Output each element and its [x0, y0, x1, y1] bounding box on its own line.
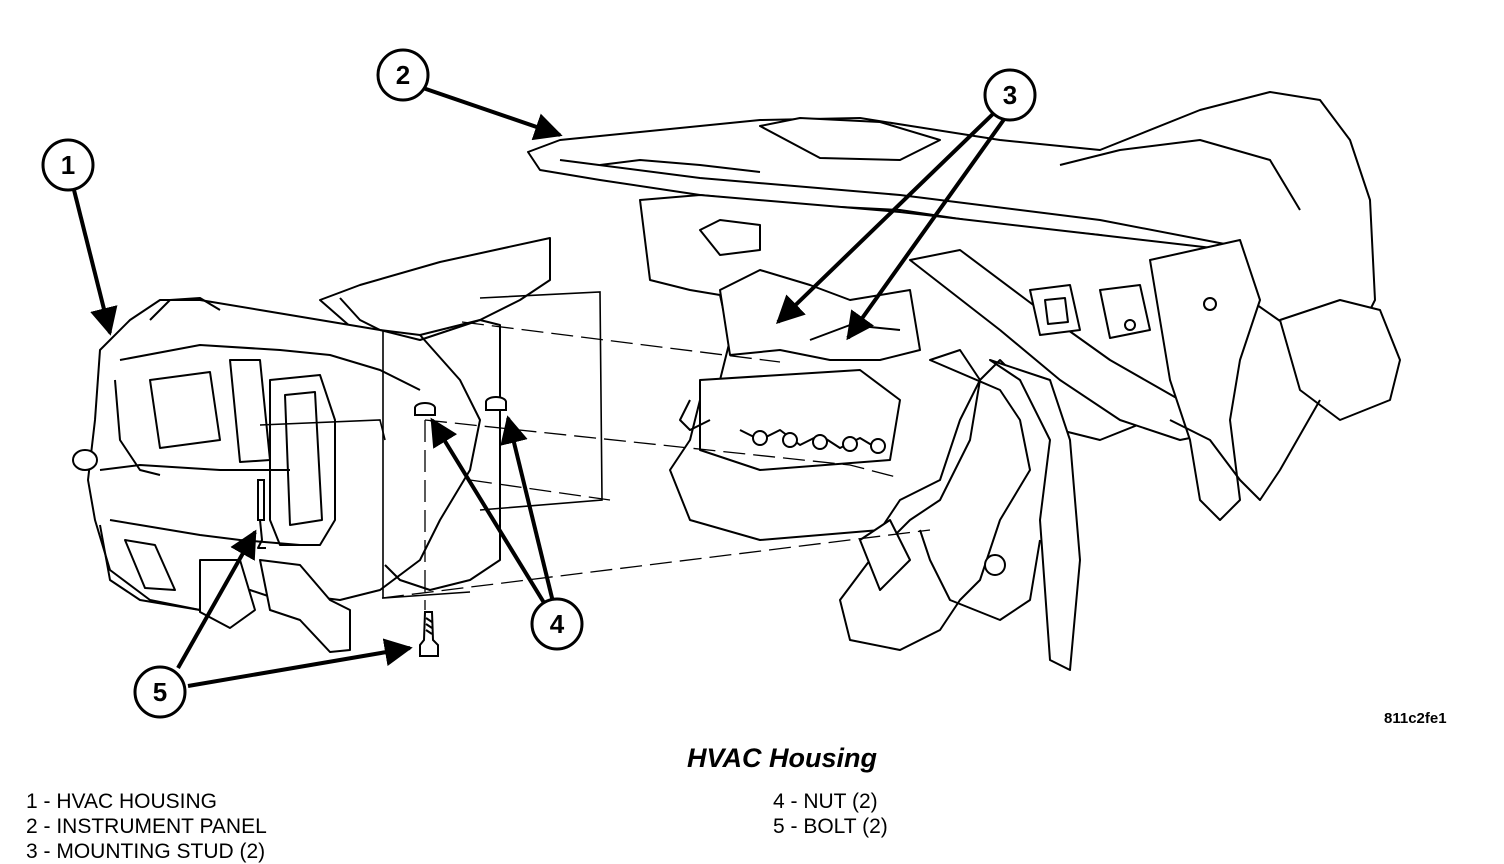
legend-item: 3 - MOUNTING STUD (2) — [26, 840, 266, 863]
callout-4: 4 — [530, 597, 584, 651]
callout-1: 1 — [41, 138, 95, 192]
legend-item: 4 - NUT (2) — [773, 790, 878, 813]
callout-3: 3 — [983, 68, 1037, 122]
svg-text:2: 2 — [396, 60, 410, 90]
bolt — [419, 611, 439, 657]
caption-text: HVAC Housing — [687, 743, 877, 773]
alignment-lines — [381, 321, 931, 610]
callout-2: 2 — [376, 48, 430, 102]
callout-5: 5 — [133, 665, 187, 719]
svg-text:1: 1 — [61, 150, 75, 180]
legend-item: 5 - BOLT (2) — [773, 815, 888, 838]
legend-item: 2 - INSTRUMENT PANEL — [26, 815, 267, 838]
leader-lines — [72, 86, 1007, 688]
figure-code: 811c2fe1 — [1384, 710, 1447, 727]
legend-right: 4 - NUT (2) 5 - BOLT (2) — [773, 789, 888, 839]
stud-left — [257, 479, 265, 521]
svg-text:5: 5 — [153, 677, 167, 707]
svg-text:4: 4 — [550, 609, 565, 639]
svg-text:3: 3 — [1003, 80, 1017, 110]
hardware-parts — [257, 396, 507, 657]
hvac-housing-drawing — [72, 237, 551, 653]
instrument-panel-drawing — [527, 91, 1401, 671]
legend-item: 1 - HVAC HOUSING — [26, 790, 217, 813]
figure-caption: HVAC Housing — [0, 743, 1504, 774]
legend-left: 1 - HVAC HOUSING 2 - INSTRUMENT PANEL 3 … — [26, 789, 267, 864]
